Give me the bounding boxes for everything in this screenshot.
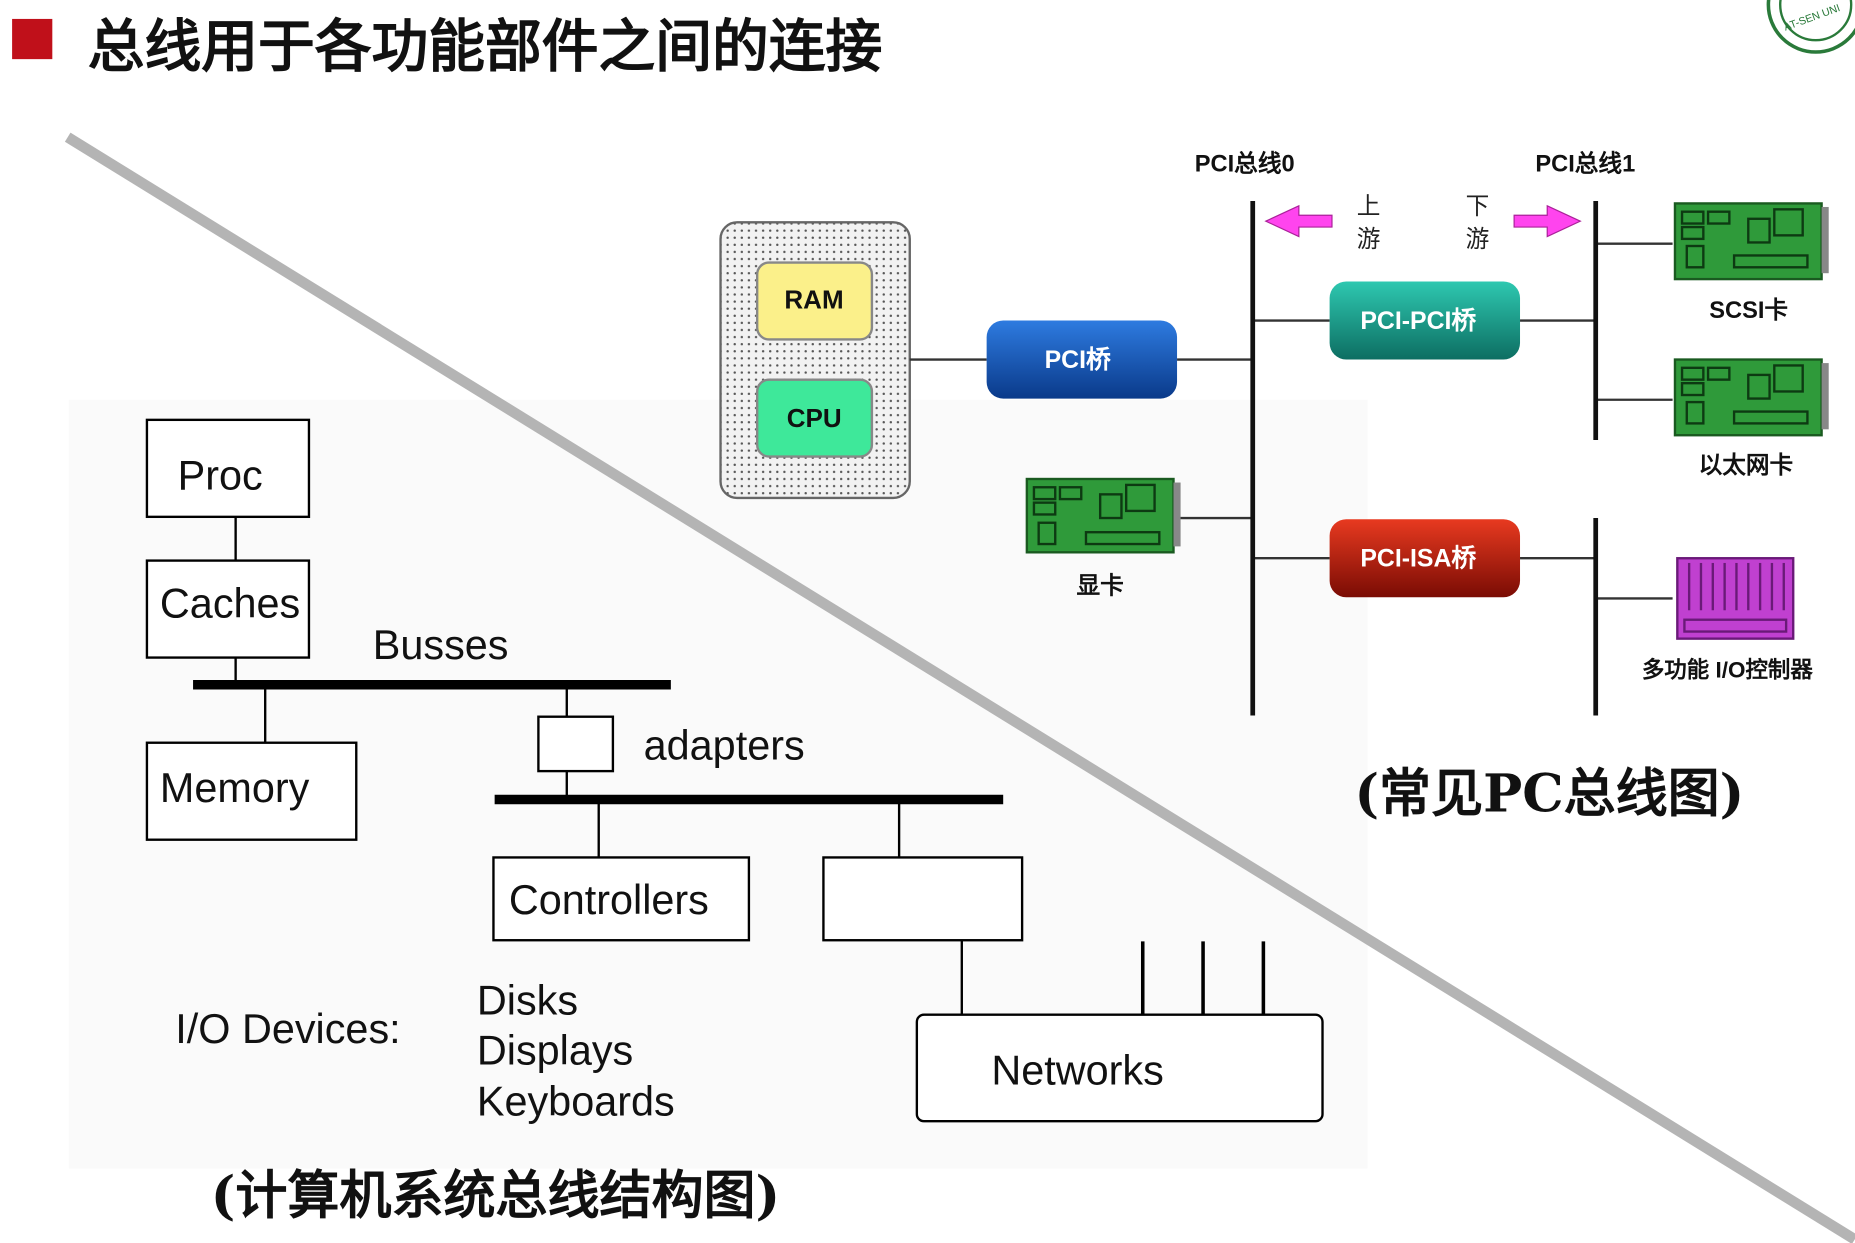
memory-box [145,741,358,841]
scsi-card-icon [1673,202,1829,281]
pci-pci-bridge-label: PCI-PCI桥 [1360,307,1476,335]
network-controller-box [822,856,1024,942]
adapters-label: adapters [644,722,805,768]
upstream-arrow-icon [1264,204,1333,238]
pci-isa-bridge [1329,519,1521,598]
ram-label: RAM [784,285,843,315]
downstream-label-1: 下 [1466,194,1490,220]
memory-label: Memory [160,765,310,811]
busses-label: Busses [373,622,509,668]
university-logo: AT-SEN UNI [1766,0,1855,54]
pci-isa-bridge-label: PCI-ISA桥 [1360,545,1476,573]
adapter-box [537,715,615,773]
computer-bus-diagram [145,418,1324,1123]
pci-bridge-label: PCI桥 [1045,346,1111,374]
caches-box [145,559,311,659]
downstream-label-2: 游 [1466,226,1490,253]
video-card-label: 显卡 [1077,573,1124,600]
networks-label: Networks [991,1048,1163,1094]
upstream-label-1: 上 [1357,193,1381,220]
controllers-box [492,856,751,942]
device-displays: Displays [477,1027,633,1073]
scsi-card-label: SCSI卡 [1709,297,1788,324]
device-keyboards: Keyboards [477,1078,675,1124]
pc-bus-caption: (常见PC总线图) [1354,763,1744,824]
device-disks: Disks [477,978,578,1024]
upstream-label-2: 游 [1357,226,1381,253]
ram-block [756,261,874,341]
caches-label: Caches [160,580,300,626]
proc-label: Proc [178,453,263,499]
io-controller-label: 多功能 I/O控制器 [1642,657,1814,683]
proc-box [145,418,311,519]
pci-bus-1-label: PCI总线1 [1535,149,1635,177]
pci-bus-0-label: PCI总线0 [1195,149,1295,177]
diagonal-divider [64,132,1855,1243]
video-card-icon [1025,477,1181,554]
slide-title: 总线用于各功能部件之间的连接 [88,14,883,80]
cpu-block [756,378,874,458]
io-devices-label: I/O Devices: [175,1006,400,1052]
controllers-label: Controllers [509,877,709,923]
networks-box [915,1013,1324,1123]
io-controller-card-icon [1676,557,1795,640]
cpu-label: CPU [787,403,842,433]
pci-bridge [986,320,1178,399]
ethernet-card-label: 以太网卡 [1699,452,1794,479]
pci-pci-bridge [1329,281,1521,360]
bus-structure-caption: (计算机系统总线结构图) [211,1165,780,1226]
downstream-arrow-icon [1513,204,1582,238]
pc-bus-diagram [719,201,1829,716]
title-bullet [12,18,53,60]
ethernet-card-icon [1673,358,1829,437]
